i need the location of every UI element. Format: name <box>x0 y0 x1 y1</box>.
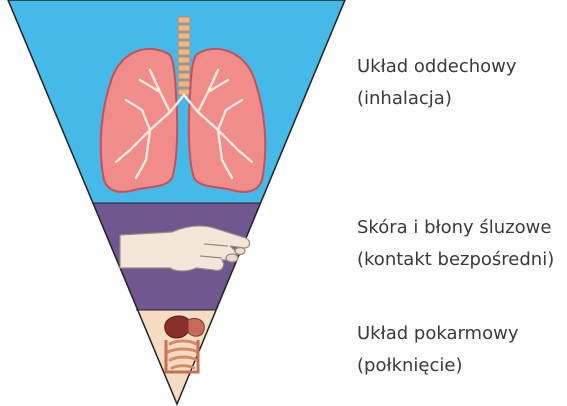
label-skin-line2: (kontakt bezpośredni) <box>357 244 554 276</box>
label-digestive: Układ pokarmowy (połknięcie) <box>357 318 518 382</box>
label-digestive-line1: Układ pokarmowy <box>357 318 518 350</box>
label-respiratory-line1: Układ oddechowy <box>357 51 517 83</box>
label-digestive-line2: (połknięcie) <box>357 350 518 382</box>
label-respiratory-line2: (inhalacja) <box>357 83 517 115</box>
label-skin-line1: Skóra i błony śluzowe <box>357 212 554 244</box>
label-skin: Skóra i błony śluzowe (kontakt bezpośred… <box>357 212 554 276</box>
label-respiratory: Układ oddechowy (inhalacja) <box>357 51 517 115</box>
